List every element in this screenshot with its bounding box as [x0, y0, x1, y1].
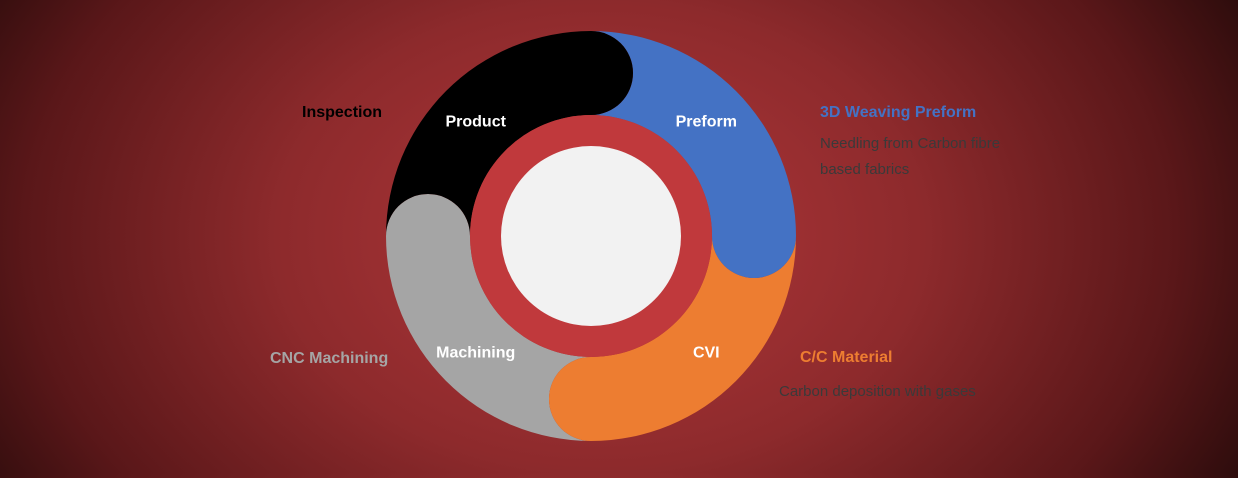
inspection-title: Inspection [302, 104, 383, 121]
cc-material-description: Carbon deposition with gases [779, 383, 976, 400]
segment-cvi [549, 236, 796, 441]
weaving-title: 3D Weaving Preform [820, 104, 977, 121]
cnc-machining-title: CNC Machining [270, 350, 389, 367]
segment-label-preform: Preform [676, 114, 737, 131]
segment-machining [386, 194, 591, 441]
segment-preform [591, 31, 796, 278]
segment-label-cvi: CVI [693, 344, 720, 361]
segment-product [386, 31, 633, 236]
hub-center [501, 146, 681, 326]
weaving-description-line-2: based fabrics [820, 161, 910, 178]
segment-label-product: Product [445, 114, 506, 131]
weaving-description-line-1: Needling from Carbon fibre [820, 135, 1001, 152]
segment-label-machining: Machining [436, 344, 515, 361]
cc-material-title: C/C Material [800, 349, 893, 366]
